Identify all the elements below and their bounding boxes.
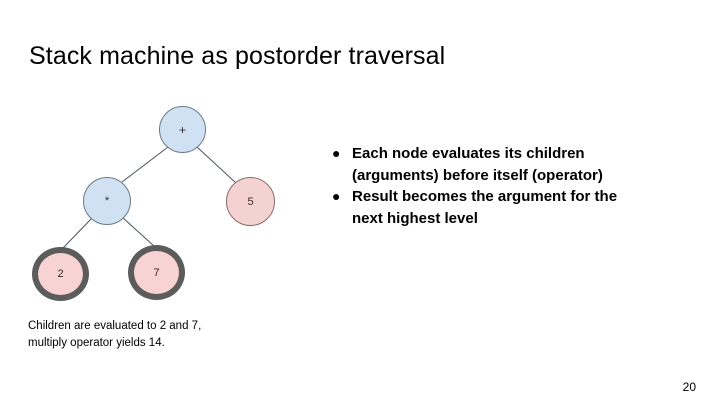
bullet-text: Result becomes the argument for the next…	[352, 186, 699, 229]
caption-line: Children are evaluated to 2 and 7,	[28, 320, 202, 332]
page-number: 20	[682, 380, 696, 394]
tree-node-label: +	[178, 122, 186, 137]
bullet-line: next highest level	[352, 209, 478, 227]
bullet-dot-icon: ●	[332, 188, 341, 204]
list-item: ● Result becomes the argument for the ne…	[329, 186, 699, 229]
edge-left-to-two	[62, 216, 94, 249]
edge-root-to-left	[121, 146, 169, 183]
tree-caption: Children are evaluated to 2 and 7, multi…	[28, 318, 328, 352]
tree-node-multiply[interactable]: *	[83, 177, 131, 225]
edge-left-to-seven	[121, 216, 156, 248]
list-item: ● Each node evaluates its children (argu…	[329, 143, 699, 186]
page-title: Stack machine as postorder traversal	[29, 42, 446, 70]
bullet-line: Result becomes the argument for the	[352, 188, 618, 205]
bullet-dot-icon: ●	[332, 145, 341, 161]
bullet-list: ● Each node evaluates its children (argu…	[329, 143, 699, 229]
tree-node-two[interactable]: 2	[32, 247, 89, 301]
tree-node-label: *	[104, 195, 110, 207]
tree-edges	[62, 146, 237, 249]
tree-node-label: 2	[57, 268, 64, 280]
tree-node-five[interactable]: 5	[226, 177, 275, 226]
caption-line: multiply operator yields 14.	[28, 337, 165, 349]
bullet-line: (arguments) before itself (operator)	[352, 166, 603, 184]
expression-tree: + * 5 2 7	[0, 0, 320, 320]
tree-node-root-plus[interactable]: +	[159, 106, 206, 153]
tree-node-label: 7	[153, 266, 160, 279]
bullet-line: Each node evaluates its children	[352, 145, 585, 162]
edge-root-to-right	[196, 146, 237, 184]
tree-node-seven[interactable]: 7	[128, 245, 185, 300]
bullet-text: Each node evaluates its children (argume…	[352, 143, 699, 186]
tree-node-label: 5	[247, 195, 254, 208]
